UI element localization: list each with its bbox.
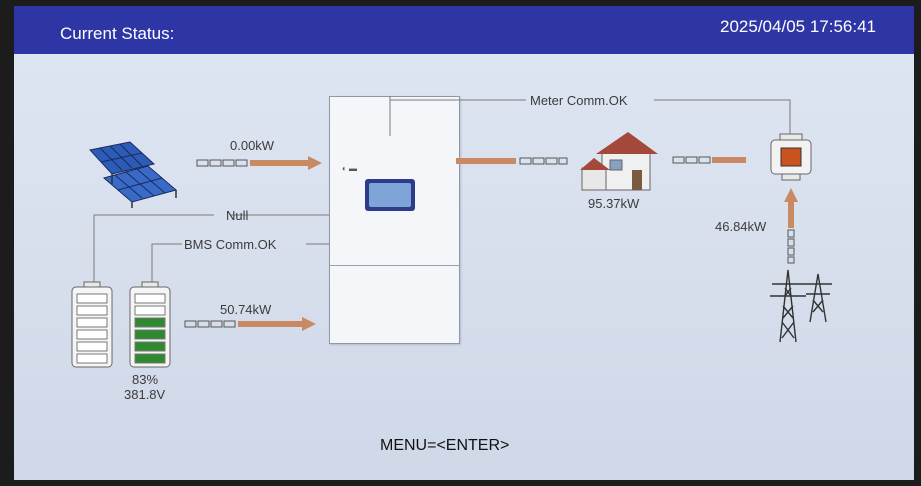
house-icon <box>580 132 658 191</box>
inverter-divider <box>330 265 459 266</box>
pv-flow-arrow <box>196 156 322 170</box>
meter-status-label: Meter Comm.OK <box>530 93 628 108</box>
grid-power-label: 46.84kW <box>715 219 767 234</box>
battery-icon <box>71 281 113 368</box>
battery-left-status-label: Null <box>226 208 249 223</box>
meter-comm-line <box>93 96 791 282</box>
battery-flow-arrow <box>184 317 316 331</box>
inverter-icon: ◐ ▬ <box>329 96 460 344</box>
grid-to-meter-flow <box>784 188 798 264</box>
load-power-label: 95.37kW <box>588 196 640 211</box>
meter-icon <box>770 133 812 181</box>
battery-soc-icon <box>129 281 171 368</box>
inverter-display-icon <box>365 179 415 211</box>
status-panel: Current Status: 2025/04/05 17:56:41 0.00… <box>14 6 914 480</box>
page-title: Current Status: <box>60 24 175 43</box>
datetime-display: 2025/04/05 17:56:41 <box>720 17 876 36</box>
inverter-logo-icon: ◐ ▬ <box>342 164 358 173</box>
battery-power-label: 50.74kW <box>220 302 272 317</box>
header-bar: Current Status: 2025/04/05 17:56:41 <box>14 6 914 54</box>
inverter-to-load-flow <box>456 157 568 165</box>
pylon-icon <box>770 269 832 343</box>
load-to-meter-flow <box>672 156 746 164</box>
pv-power-label: 0.00kW <box>230 138 275 153</box>
battery-voltage-label: 381.8V <box>124 387 166 402</box>
battery-soc-label: 83% <box>132 372 159 387</box>
solar-panel-icon <box>89 141 178 208</box>
menu-hint: MENU=<ENTER> <box>380 437 510 454</box>
bms-status-label: BMS Comm.OK <box>184 237 277 252</box>
